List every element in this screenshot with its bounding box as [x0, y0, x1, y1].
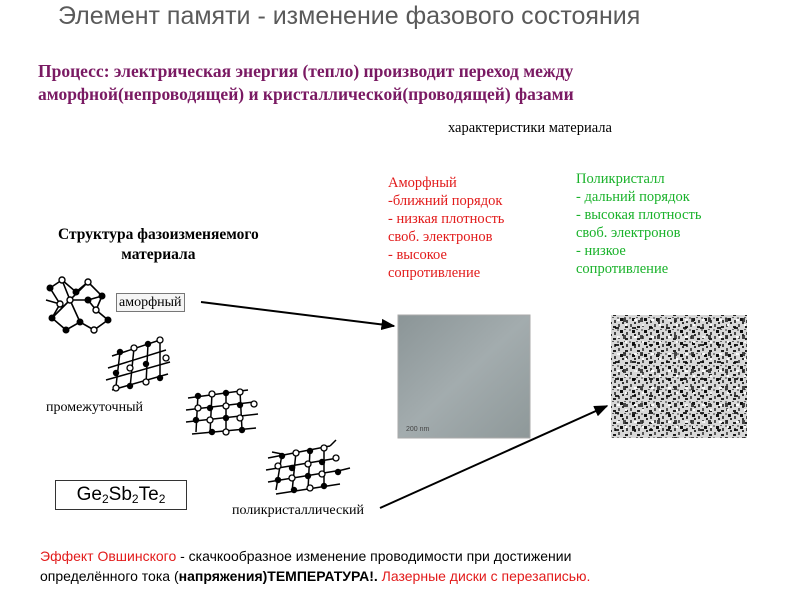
- process-line-2: аморфной(непроводящей) и кристаллической…: [38, 84, 574, 104]
- polycrystal-property-line: - низкое: [576, 243, 626, 259]
- effect-text-1: - скачкообразное изменение проводимости …: [176, 548, 572, 564]
- amorphous-micrograph-image: [397, 314, 531, 439]
- amorphous-structure-icon: [45, 276, 112, 334]
- structure-heading-line-2: материала: [121, 246, 196, 263]
- amorphous-properties: Аморфный -ближний порядок - низкая плотн…: [388, 174, 504, 282]
- arrow-to-polycrystal-icon: [379, 405, 609, 509]
- polycrystalline-structure-icon: [265, 439, 351, 495]
- structure-heading-line-1: Структура фазоизменяемого: [58, 226, 259, 243]
- effect-name: Эффект Овшинского: [40, 548, 177, 564]
- polycrystal-property-line: - высокая плотность: [576, 207, 702, 223]
- formula-subscript: 2: [101, 492, 109, 506]
- amorphous-property-line: - высокое: [388, 247, 447, 263]
- formula-box: Ge2Sb2Te2: [55, 480, 187, 510]
- label-intermediate: промежуточный: [46, 400, 143, 415]
- formula-subscript: 2: [131, 492, 139, 506]
- polycrystal-micrograph-image: [611, 315, 747, 438]
- formula-element: Ge: [76, 484, 102, 505]
- effect-description: Эффект Овшинского - скачкообразное измен…: [40, 546, 590, 586]
- polycrystal-property-line: - дальний порядок: [576, 189, 690, 205]
- label-amorphous: аморфный: [116, 293, 185, 312]
- effect-line-2: определённого тока (напряжения)ТЕМПЕРАТУ…: [40, 566, 590, 586]
- formula-element: Te: [138, 484, 159, 505]
- effect-line-2-bold: напряжения)ТЕМПЕРАТУРА!.: [178, 568, 378, 584]
- properties-heading: характеристики материала: [448, 120, 612, 136]
- amorphous-property-line: - низкая плотность: [388, 211, 505, 227]
- polycrystal-property-line: сопротивление: [576, 261, 669, 277]
- amorphous-property-line: -ближний порядок: [388, 193, 503, 209]
- polycrystal-property-line: своб. электронов: [576, 225, 681, 241]
- formula-element: Sb: [108, 484, 132, 505]
- amorphous-property-line: Аморфный: [388, 175, 457, 191]
- effect-line-1: Эффект Овшинского - скачкообразное измен…: [40, 546, 590, 566]
- page-title: Элемент памяти - изменение фазового сост…: [58, 2, 641, 30]
- formula-subscript: 2: [158, 492, 166, 506]
- laser-disc-text: Лазерные диски с перезаписью.: [377, 568, 591, 584]
- label-polycrystalline: поликристаллический: [232, 503, 364, 518]
- amorphous-property-line: своб. электронов: [388, 229, 493, 245]
- structure-heading: Структура фазоизменяемого материала: [58, 225, 259, 265]
- micrograph-scale-label: 200 nm: [406, 426, 430, 433]
- process-description: Процесс: электрическая энергия (тепло) п…: [38, 60, 574, 106]
- intermediate-structure-2-icon: [185, 388, 259, 436]
- polycrystal-properties: Поликристалл - дальний порядок - высокая…: [576, 170, 701, 278]
- arrow-to-amorphous-icon: [200, 301, 396, 331]
- polycrystal-property-line: Поликристалл: [576, 171, 665, 187]
- amorphous-property-line: сопротивление: [388, 265, 481, 281]
- effect-line-2-prefix: определённого тока (: [40, 568, 179, 584]
- process-line-1: Процесс: электрическая энергия (тепло) п…: [38, 61, 574, 81]
- intermediate-structure-icon: [105, 336, 171, 392]
